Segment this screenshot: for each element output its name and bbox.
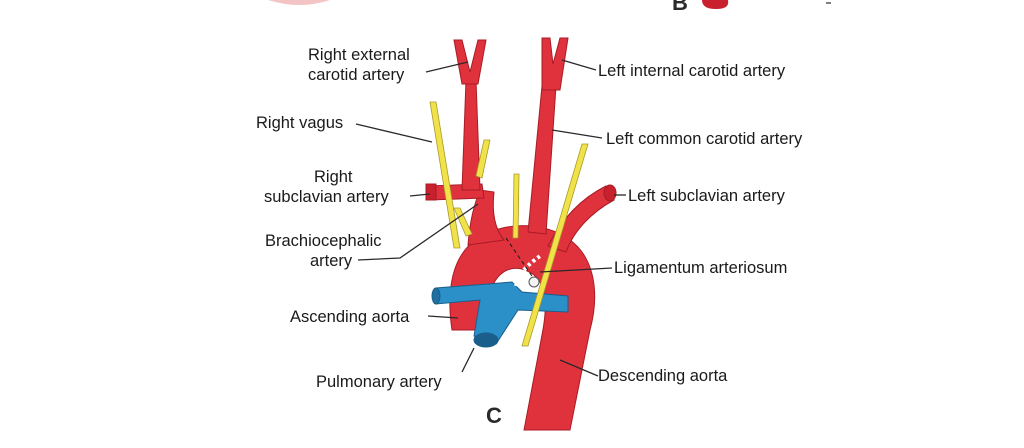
left-common-carotid-artery — [527, 37, 569, 235]
label-left-common-carotid: Left common carotid artery — [606, 130, 803, 148]
panel-letter: C — [486, 403, 502, 428]
label-ligamentum-arteriosum: Ligamentum arteriosum — [614, 259, 787, 277]
label-right-subclavian-line1: Right — [314, 168, 353, 186]
label-pulmonary-artery: Pulmonary artery — [316, 373, 442, 391]
left-vagus-nerve — [521, 143, 589, 347]
label-right-subclavian-line2: subclavian artery — [264, 188, 389, 206]
label-right-vagus: Right vagus — [256, 114, 343, 132]
pulmonary-artery-shape — [431, 281, 569, 348]
label-brachiocephalic-line2: artery — [310, 252, 353, 270]
label-left-subclavian: Left subclavian artery — [628, 187, 786, 205]
brachiocephalic-trunk — [425, 183, 505, 246]
ligamentum-arteriosum-shape — [505, 237, 542, 288]
right-carotid-artery — [453, 39, 487, 191]
vagus-nerves — [429, 101, 589, 347]
labels: Right external carotid artery Right vagu… — [256, 46, 803, 428]
label-brachiocephalic-line1: Brachiocephalic — [265, 232, 381, 250]
label-ascending-aorta: Ascending aorta — [290, 308, 410, 326]
label-left-internal-carotid: Left internal carotid artery — [598, 62, 786, 80]
label-right-external-carotid-line1: Right external — [308, 46, 410, 64]
label-descending-aorta: Descending aorta — [598, 367, 728, 385]
top-fragment-letter: B — [672, 0, 688, 15]
aortic-arch — [449, 225, 596, 431]
leader-lines — [355, 59, 626, 377]
top-fragment: B — [268, 0, 831, 15]
label-right-external-carotid-line2: carotid artery — [308, 66, 405, 84]
right-vagus-nerve — [429, 101, 461, 249]
